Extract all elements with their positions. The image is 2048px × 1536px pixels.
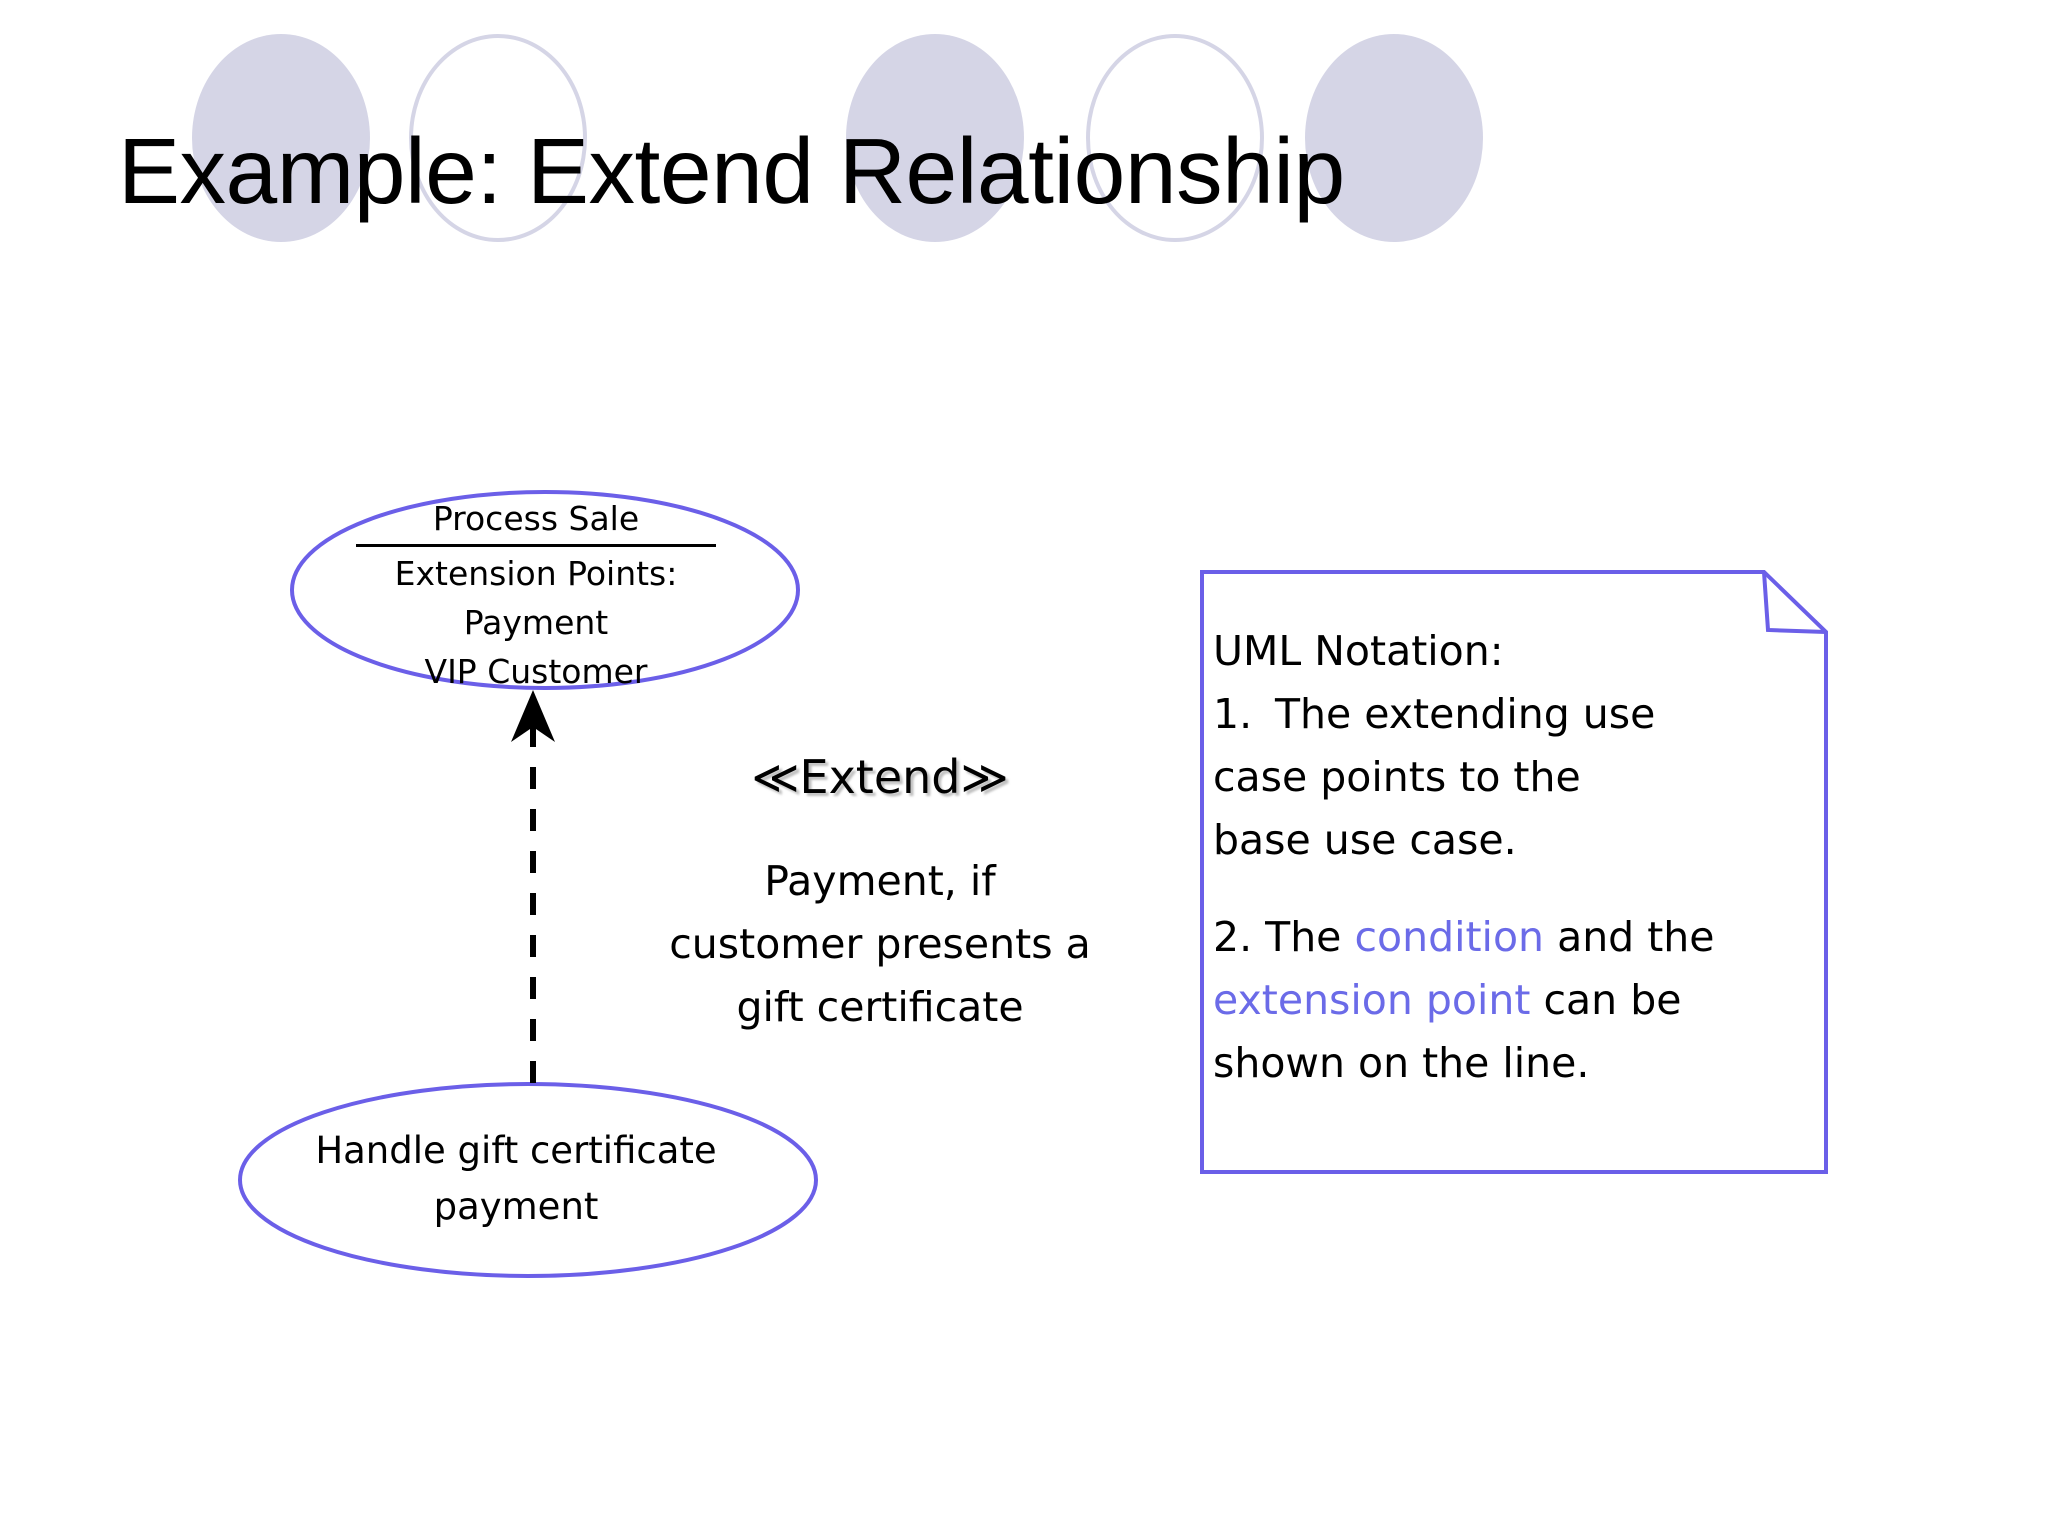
uml-note-item-2-line-3: shown on the line. (1213, 1039, 1590, 1087)
uml-note-body[interactable] (1200, 570, 1828, 1174)
extension-point-payment: Payment (463, 603, 609, 642)
uml-note-paragraph-gap (1213, 872, 1813, 906)
uml-note-item-2-mid: and the (1544, 913, 1715, 961)
extension-points-heading: Extension Points: (394, 554, 678, 593)
uml-note-item-2-prefix: 2. The (1213, 913, 1355, 961)
use-case-label-process-sale: Process Sale Extension Points: Payment V… (286, 494, 786, 696)
extend-condition-line-3: gift certificate (736, 983, 1024, 1031)
extend-stereotype-label: ≪Extend≫ (751, 750, 1009, 804)
uml-note-accent-extension-point: extension point (1213, 976, 1531, 1024)
uml-note-item-1-line-2: case points to the (1213, 753, 1581, 801)
uml-note-item-2-line-2: extension point can be (1213, 969, 1813, 1032)
extend-relationship-arrowhead (511, 690, 555, 742)
uml-note-item-2-line-1: 2. The condition and the (1213, 906, 1813, 969)
use-case-compartment-separator (356, 544, 716, 547)
uml-note-item-1-line-3: base use case. (1213, 816, 1517, 864)
uml-note-folded-corner (1762, 571, 1827, 634)
use-case-ellipse-process-sale[interactable] (290, 490, 800, 690)
use-case-label-handle-gift-certificate-payment: Handle gift certificate payment (236, 1123, 796, 1235)
uml-note-item-1-line-1: 1. The extending use (1213, 683, 1813, 746)
uml-note-item-2-suffix: can be (1530, 976, 1682, 1024)
extension-point-vip-customer: VIP Customer (424, 652, 648, 691)
extend-condition-line-1: Payment, if (764, 857, 996, 905)
use-case-name-line-1: Handle gift certificate (315, 1129, 717, 1172)
extend-condition-text: Payment, if customer presents a gift cer… (600, 850, 1160, 1039)
uml-note-text: UML Notation: 1. The extending use case p… (1213, 620, 1813, 1095)
use-case-name-process-sale: Process Sale (432, 499, 640, 538)
uml-note-item-1-number: 1. (1213, 690, 1253, 738)
uml-note-item-1-text-1: The extending use (1275, 690, 1656, 738)
use-case-name-line-2: payment (433, 1185, 599, 1228)
uml-note-accent-condition: condition (1354, 913, 1545, 961)
uml-note-heading: UML Notation: (1213, 627, 1504, 675)
page-title: Example: Extend Relationship (118, 119, 1345, 223)
extend-condition-line-2: customer presents a (669, 920, 1091, 968)
use-case-ellipse-handle-gift-certificate[interactable] (238, 1082, 818, 1278)
